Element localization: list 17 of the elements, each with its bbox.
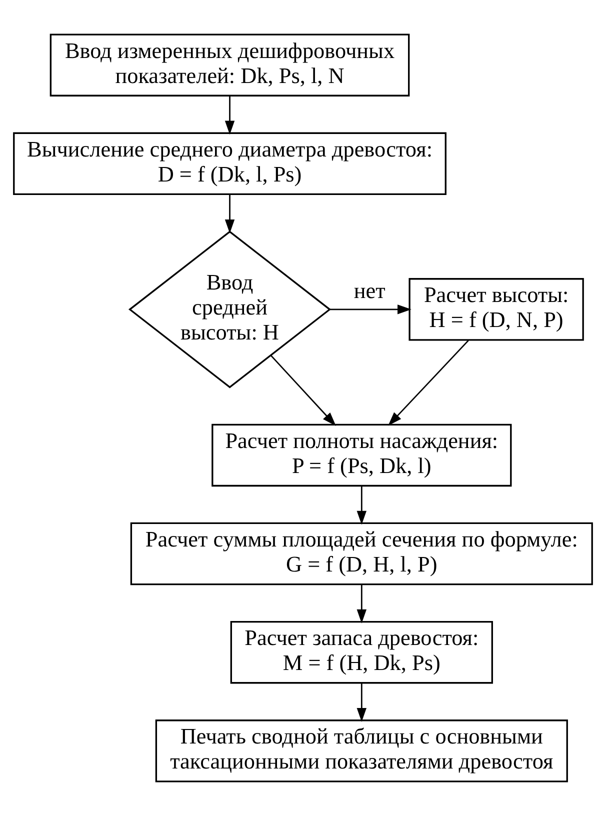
arrow (356, 584, 367, 624)
node-box: Расчет высоты: H = f (D, N, P) (408, 278, 584, 341)
node-box: Расчет запаса древостоя: M = f (H, Dk, Ps) (230, 620, 493, 684)
arrow (388, 340, 469, 426)
arrow (224, 194, 235, 234)
arrow (356, 486, 367, 525)
arrow (356, 683, 367, 722)
node-box: Расчет полноты насаждения: P = f (Ps, Dk, l) (212, 424, 512, 487)
arrow (224, 96, 235, 135)
edge-label: нет (354, 278, 386, 304)
arrow (270, 355, 336, 426)
node-box: Ввод измеренных дешифровочных показателей: Dk, Ps, l, N (50, 34, 410, 96)
arrow (330, 304, 412, 314)
node-diamond: Ввод средней высоты: H (128, 230, 332, 388)
node-box: Расчет суммы площадей сечения по формуле: G = f (D, H, l, P) (130, 522, 593, 586)
node-box: Печать сводной таблицы с основными таксационными показателями древостоя (155, 720, 568, 782)
node-box: Вычисление среднего диаметра древостоя: D = f (Dk, l, Ps) (13, 132, 446, 196)
